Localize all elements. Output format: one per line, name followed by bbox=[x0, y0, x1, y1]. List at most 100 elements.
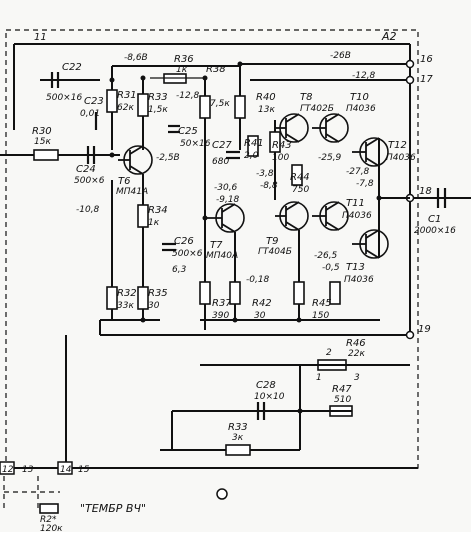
c23-value: 0,01 bbox=[80, 109, 100, 119]
r37-value: 390 bbox=[212, 311, 229, 321]
t9-ref: T9 bbox=[266, 236, 278, 247]
r45-ref: R45 bbox=[312, 298, 332, 309]
c1-ref: C1 bbox=[428, 214, 441, 225]
t8-transistor bbox=[275, 113, 309, 143]
node-17-label: 17 bbox=[420, 74, 433, 85]
t12-ref: T12 bbox=[388, 140, 407, 151]
voltage-v8: -7,8 bbox=[356, 179, 374, 189]
r32-resistor bbox=[106, 286, 118, 310]
c22-ref: C22 bbox=[62, 62, 82, 73]
voltage-v3: -10,8 bbox=[76, 205, 100, 215]
t7-ref: T7 bbox=[210, 240, 223, 251]
t9-transistor bbox=[275, 201, 309, 231]
r30-value: 15к bbox=[34, 137, 51, 147]
node-19-dot bbox=[405, 330, 415, 340]
r38-ref: R38 bbox=[206, 64, 226, 75]
r42-ref: R42 bbox=[252, 298, 272, 309]
c26-value: 500×6 bbox=[172, 249, 203, 259]
voltage-v14: -0,5 bbox=[322, 263, 340, 273]
r34-value: 1к bbox=[148, 218, 160, 228]
r2-value: 120к bbox=[40, 524, 63, 532]
c25-value: 50×16 bbox=[180, 139, 211, 149]
c24-value: 500×6 bbox=[74, 176, 105, 186]
voltage-v12: -0,18 bbox=[246, 275, 270, 285]
r41-value: 2,0 bbox=[244, 151, 259, 161]
tone-label: "ТЕМБР ВЧ" bbox=[80, 502, 146, 515]
t8-type: ГТ402Б bbox=[300, 104, 334, 114]
junction-dots bbox=[109, 61, 382, 414]
t10-ref: T10 bbox=[350, 92, 369, 103]
r33a-ref: R33 bbox=[148, 92, 168, 103]
r30-resistor bbox=[33, 149, 59, 161]
node-12-label: 12 bbox=[2, 465, 14, 475]
node-15-label: 15 bbox=[78, 465, 90, 475]
t6-ref: T6 bbox=[118, 176, 130, 187]
r45-resistor bbox=[329, 281, 341, 305]
t13-ref: T13 bbox=[346, 262, 365, 273]
node-18-label: 18 bbox=[419, 186, 432, 197]
r41-ref: R41 bbox=[244, 138, 264, 149]
r43-resistor bbox=[269, 131, 281, 153]
r37-resistor bbox=[199, 281, 211, 305]
r42-resistor bbox=[229, 281, 241, 305]
r31-resistor bbox=[106, 89, 118, 113]
r33b-ref: R33 bbox=[228, 422, 248, 433]
r2-ref: R2* bbox=[40, 515, 57, 525]
voltage-v4: -2,5В bbox=[156, 153, 180, 163]
board-label: A2 bbox=[381, 30, 397, 43]
c25-ref: C25 bbox=[178, 126, 198, 137]
r33a-resistor bbox=[137, 93, 149, 117]
r34-ref: R34 bbox=[148, 205, 168, 216]
r2-resistor bbox=[39, 503, 59, 514]
r40-resistor bbox=[234, 95, 246, 119]
rail-minus-label: -26В bbox=[330, 51, 351, 61]
r36-ref: R36 bbox=[174, 54, 194, 65]
mount-hole bbox=[216, 488, 228, 500]
voltage-v9: -30,6 bbox=[214, 183, 238, 193]
voltage-v6: -25,9 bbox=[318, 153, 342, 163]
voltage-v10: -9,18 bbox=[216, 195, 240, 205]
t7-transistor bbox=[205, 203, 245, 233]
r44-resistor bbox=[291, 164, 303, 186]
t10-type: П4036 bbox=[346, 104, 376, 114]
node-19-label: 19 bbox=[418, 324, 431, 335]
c22-value: 500×16 bbox=[46, 93, 82, 103]
c24-ref: C24 bbox=[76, 164, 96, 175]
r33a-value: 1,5к bbox=[148, 105, 168, 115]
r40-ref: R40 bbox=[256, 92, 276, 103]
node-16-dot bbox=[405, 59, 415, 69]
r32-value: 33к bbox=[117, 301, 134, 311]
t10-transistor bbox=[312, 113, 349, 143]
r31-ref: R31 bbox=[117, 90, 137, 101]
t6-type: МП41А bbox=[116, 187, 148, 197]
r35-ref: R35 bbox=[148, 288, 168, 299]
r34-resistor bbox=[137, 204, 149, 228]
r33b-value: 3к bbox=[232, 433, 244, 443]
node-12-pad bbox=[0, 461, 15, 475]
voltage-v5: -8,8 bbox=[260, 181, 278, 191]
r42-value: 30 bbox=[254, 311, 266, 321]
r32-ref: R32 bbox=[117, 288, 137, 299]
t9-type: ГТ404Б bbox=[258, 247, 292, 257]
node-14-label: 14 bbox=[60, 465, 72, 475]
r30-ref: R30 bbox=[32, 126, 52, 137]
c27-value: 680 bbox=[212, 157, 229, 167]
r36-value: 1к bbox=[176, 65, 188, 75]
t8-ref: T8 bbox=[300, 92, 312, 103]
voltage-v2: -12,8 bbox=[176, 91, 200, 101]
node-11-label: 11 bbox=[34, 32, 47, 43]
c27-ref: C27 bbox=[212, 140, 232, 151]
voltage-v13: -26,5 bbox=[314, 251, 338, 261]
r43-ref: R43 bbox=[272, 140, 292, 151]
c23-ref: C23 bbox=[84, 96, 104, 107]
r45-dummy-resistor bbox=[293, 281, 305, 305]
r43-value: 100 bbox=[272, 153, 289, 163]
r44-value: 750 bbox=[292, 185, 309, 195]
node-17-dot bbox=[405, 75, 415, 85]
c26-ref: C26 bbox=[174, 236, 194, 247]
pot-pin-2: 2 bbox=[326, 348, 332, 358]
r38-resistor bbox=[199, 95, 211, 119]
pot-pin-3: 3 bbox=[354, 373, 360, 383]
